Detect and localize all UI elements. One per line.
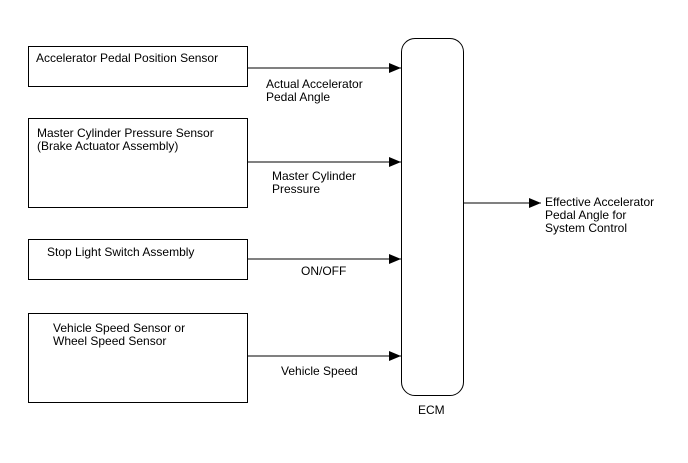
stop-light-switch-label: Stop Light Switch Assembly <box>47 245 195 259</box>
accelerator-pedal-sensor-label: Accelerator Pedal Position Sensor <box>36 51 219 65</box>
vehicle-speed-sensor-box: Vehicle Speed Sensor or Wheel Speed Sens… <box>28 313 248 403</box>
signal-label-master-cylinder: Master Cylinder Pressure <box>272 169 357 196</box>
vehicle-speed-sensor-label: Vehicle Speed Sensor or Wheel Speed Sens… <box>53 321 186 348</box>
accelerator-pedal-sensor-box: Accelerator Pedal Position Sensor <box>28 46 248 87</box>
output-signal-label: Effective Accelerator Pedal Angle for Sy… <box>545 195 655 235</box>
signal-label-accelerator: Actual Accelerator Pedal Angle <box>266 77 363 104</box>
stop-light-switch-box: Stop Light Switch Assembly <box>28 239 248 280</box>
ecm-label: ECM <box>418 403 445 417</box>
signal-label-stop-light: ON/OFF <box>301 264 347 278</box>
master-cylinder-sensor-box: Master Cylinder Pressure Sensor (Brake A… <box>28 118 248 208</box>
signal-label-vehicle-speed: Vehicle Speed <box>281 364 358 378</box>
ecm-box <box>401 38 464 396</box>
master-cylinder-sensor-label: Master Cylinder Pressure Sensor (Brake A… <box>37 126 214 153</box>
